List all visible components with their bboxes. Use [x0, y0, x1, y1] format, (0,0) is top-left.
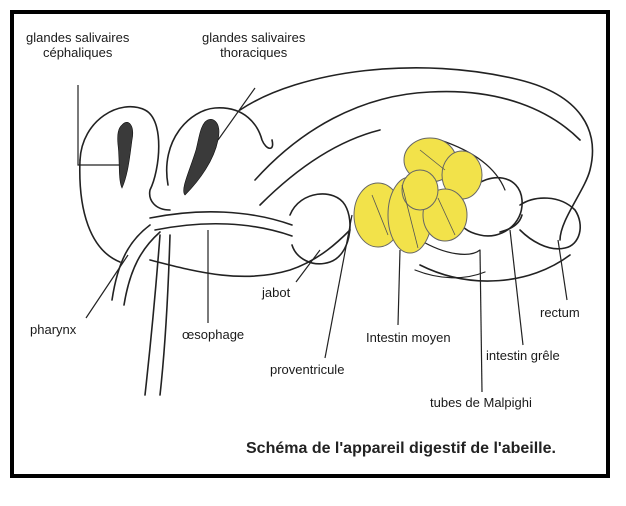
thorax-lobe-outline: [167, 108, 273, 185]
cephalic-gland-shape: [118, 122, 133, 188]
thoracic-gland-shape: [184, 119, 219, 195]
label-cephalic-glands: glandes salivaires céphaliques: [26, 30, 129, 60]
malpighi-tubules-1: [420, 240, 480, 254]
label-oesophagus: œsophage: [182, 327, 244, 342]
leader-cephalic: [78, 85, 120, 165]
leader-thoracic: [218, 88, 255, 140]
leader-small-intestine: [510, 230, 523, 345]
leader-pharynx: [86, 255, 128, 318]
lower-tube-b: [160, 235, 170, 395]
label-malpighian-tubules: tubes de Malpighi: [430, 395, 532, 410]
diagram-caption: Schéma de l'appareil digestif de l'abeil…: [246, 440, 556, 458]
rectum-outline: [520, 198, 580, 249]
midgut-lobe-6: [402, 170, 438, 210]
ventral-outline: [150, 230, 570, 281]
label-midgut: Intestin moyen: [366, 330, 451, 345]
label-small-intestine: intestin grêle: [486, 348, 560, 363]
label-rectum: rectum: [540, 305, 580, 320]
leader-proventriculus: [325, 215, 352, 358]
oesophagus-tube-bottom: [155, 224, 292, 236]
lower-tube-a: [145, 235, 160, 395]
label-crop: jabot: [262, 285, 290, 300]
leader-midgut: [398, 250, 400, 325]
pharynx-tube: [112, 225, 150, 300]
label-thoracic-glands: glandes salivaires thoraciques: [202, 30, 305, 60]
label-proventriculus: proventricule: [270, 362, 344, 377]
label-pharynx: pharynx: [30, 322, 76, 337]
leader-malpighi: [480, 250, 482, 392]
crop-outline: [290, 194, 350, 264]
